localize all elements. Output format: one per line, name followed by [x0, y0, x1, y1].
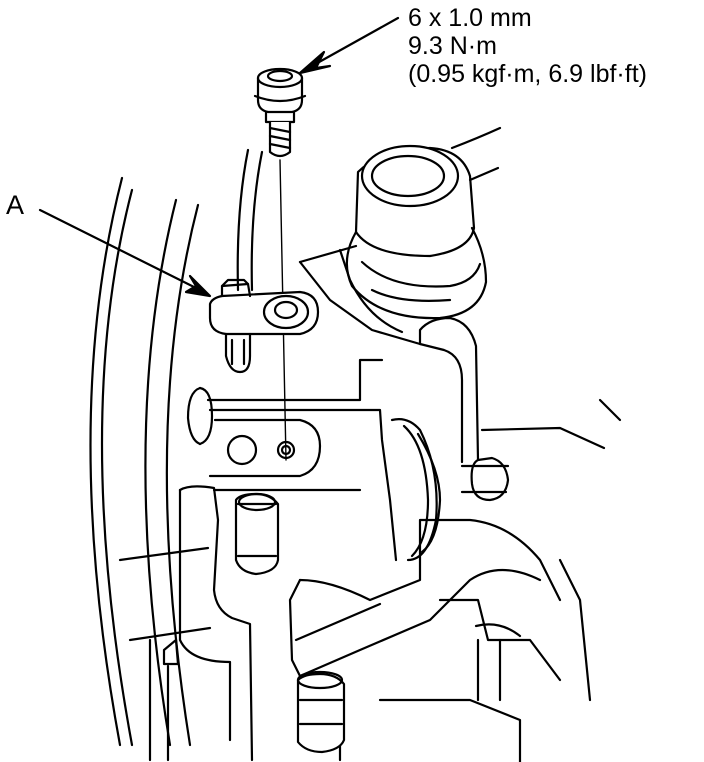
flange-bolt — [253, 67, 307, 158]
background-structure — [212, 398, 622, 702]
caliper-bolt — [296, 670, 346, 754]
lower-bracket — [148, 485, 280, 762]
bolt-spec-text: 6 x 1.0 mm 9.3 N·m (0.95 kgf·m, 6.9 lbf·… — [408, 4, 647, 88]
ball-joint-assembly — [345, 126, 502, 320]
caliper-bracket — [288, 518, 562, 762]
bolt-torque-nm: 9.3 N·m — [408, 32, 497, 60]
bolt-size: 6 x 1.0 mm — [408, 4, 532, 32]
hub-drive-flange — [390, 418, 606, 562]
sensor-bracket-a — [208, 278, 320, 374]
steering-knuckle — [186, 244, 480, 562]
callout-label-a: A — [6, 190, 25, 220]
sensor-wire — [236, 148, 264, 292]
spec-leader-arrow — [298, 16, 400, 75]
label-a-leader — [38, 208, 212, 298]
bolt-torque-alt: (0.95 kgf·m, 6.9 lbf·ft) — [408, 60, 647, 88]
